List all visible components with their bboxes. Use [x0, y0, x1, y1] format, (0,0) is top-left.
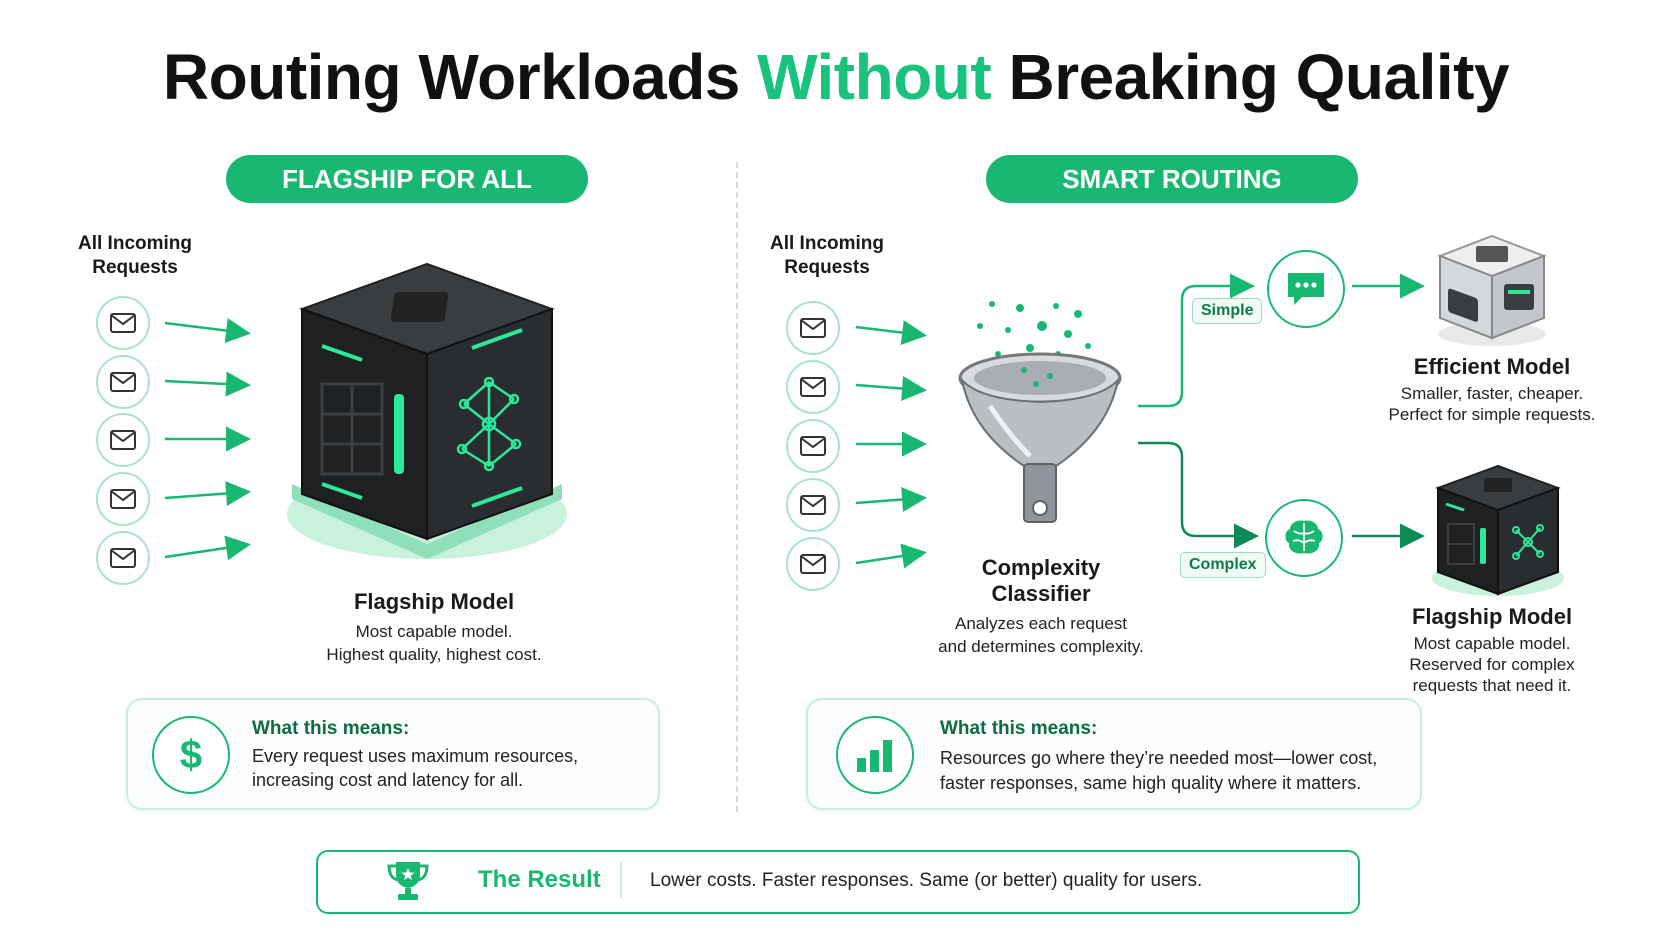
left-model-title: Flagship Model	[353, 589, 515, 614]
left-card-heading: What this means:	[252, 718, 410, 739]
mail-icon	[786, 478, 840, 532]
trophy-icon	[387, 862, 429, 900]
funnel-icon	[958, 301, 1122, 523]
mail-icon	[96, 296, 150, 350]
right-card-text-2: faster responses, same high quality wher…	[940, 773, 1362, 793]
mail-icon	[786, 419, 840, 473]
mail-icon	[96, 413, 150, 467]
right-flagship-title: Flagship Model	[1411, 604, 1573, 629]
bar-chart-icon	[836, 716, 914, 794]
simple-tag: Simple	[1192, 298, 1263, 324]
right-card-heading: What this means:	[940, 718, 1098, 739]
flagship-cube-icon	[287, 262, 567, 559]
right-flagship-desc-3: requests that need it.	[1412, 676, 1572, 695]
brain-icon	[1265, 499, 1343, 577]
efficient-model-desc-2: Perfect for simple requests.	[1388, 405, 1596, 424]
left-model-desc-1: Most capable model.	[355, 622, 513, 641]
right-incoming-label: All Incoming Requests	[770, 233, 884, 278]
mail-icon	[96, 355, 150, 409]
classifier-title-2: Classifier	[991, 581, 1091, 606]
right-flagship-desc-2: Reserved for complex	[1409, 655, 1575, 674]
classifier-desc-2: and determines complexity.	[938, 637, 1144, 656]
page-title: Routing Workloads Without Breaking Quali…	[162, 41, 1510, 113]
right-flow-arrows	[855, 273, 1425, 569]
flagship-for-all-pill: FLAGSHIP FOR ALL	[226, 155, 588, 203]
left-card-text-2: increasing cost and latency for all.	[252, 770, 524, 790]
efficient-model-title: Efficient Model	[1413, 354, 1571, 379]
classifier-desc-1: Analyzes each request	[955, 614, 1127, 633]
mail-icon	[96, 531, 150, 585]
complex-tag: Complex	[1180, 552, 1266, 578]
title-accent: Without	[757, 41, 992, 113]
smart-routing-pill: SMART ROUTING	[986, 155, 1358, 203]
mail-icon	[96, 472, 150, 526]
classifier-title-1: Complexity	[981, 555, 1101, 580]
chat-icon	[1267, 250, 1345, 328]
efficient-model-desc-1: Smaller, faster, cheaper.	[1400, 384, 1584, 403]
left-card-text-1: Every request uses maximum resources,	[252, 746, 579, 766]
mail-icon	[786, 537, 840, 591]
result-text: Lower costs. Faster responses. Same (or …	[650, 870, 1203, 891]
result-banner	[316, 850, 1360, 914]
left-model-desc-2: Highest quality, highest cost.	[326, 645, 542, 664]
dollar-icon: $	[152, 716, 230, 794]
mail-icon	[786, 360, 840, 414]
left-meaning-card	[126, 698, 660, 810]
right-card-text-1: Resources go where they’re needed most—l…	[940, 748, 1378, 768]
left-request-arrows	[164, 318, 251, 561]
result-label: The Result	[478, 866, 601, 893]
efficient-cube-icon	[1437, 234, 1547, 346]
flagship-cube-icon	[1432, 464, 1564, 596]
right-flagship-desc-1: Most capable model.	[1413, 634, 1571, 653]
mail-icon	[786, 301, 840, 355]
left-incoming-label: All Incoming Requests	[78, 233, 192, 278]
section-divider	[736, 162, 738, 812]
result-separator	[620, 862, 622, 898]
